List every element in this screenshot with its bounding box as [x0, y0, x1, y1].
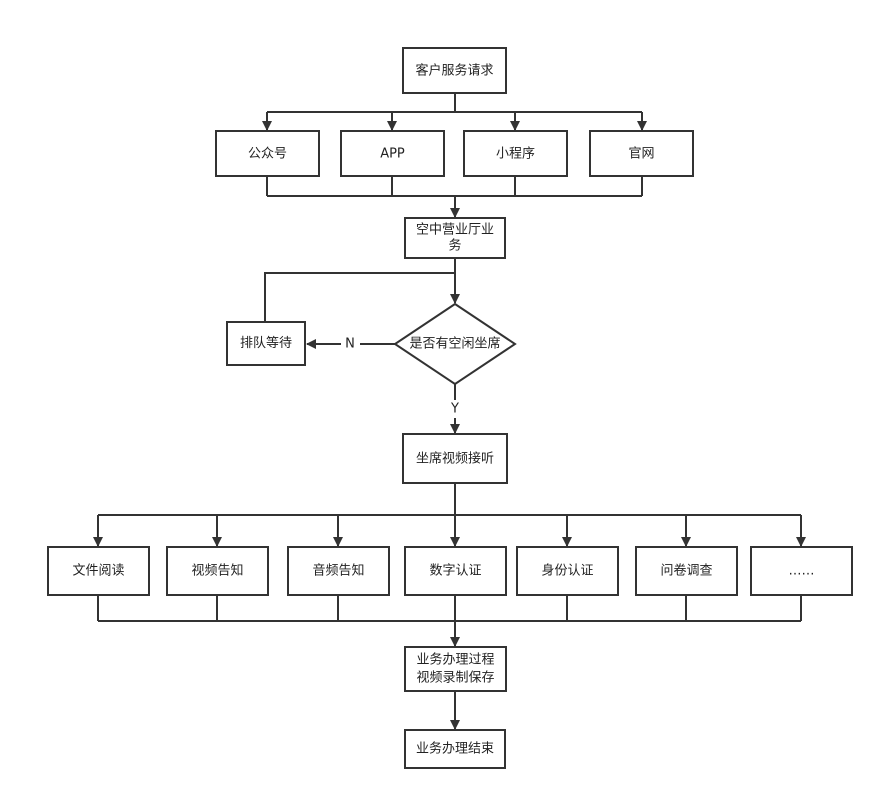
node-decision[interactable]: 是否有空闲坐席	[393, 302, 517, 386]
node-idcert-label: 身份认证	[541, 563, 593, 579]
node-gzh[interactable]: 公众号	[215, 130, 320, 177]
node-app-label: APP	[380, 147, 405, 162]
node-mini[interactable]: 小程序	[463, 130, 568, 177]
node-queue-label: 排队等待	[240, 335, 292, 351]
node-answer[interactable]: 坐席视频接听	[402, 433, 508, 484]
edge-label-yes: Y	[450, 402, 459, 417]
node-site[interactable]: 官网	[589, 130, 694, 177]
node-app[interactable]: APP	[340, 130, 445, 177]
loop-back-connector	[264, 272, 455, 322]
node-cert-label: 数字认证	[429, 564, 481, 579]
node-gzh-label: 公众号	[248, 147, 287, 162]
node-end[interactable]: 业务办理结束	[404, 729, 506, 769]
node-cert[interactable]: 数字认证	[404, 546, 507, 596]
node-hall-label-line1: 空中营业厅业	[416, 223, 494, 238]
node-site-label: 官网	[628, 146, 654, 162]
node-hall[interactable]: 空中营业厅业 务	[404, 217, 506, 259]
node-more[interactable]: ……	[750, 546, 853, 596]
node-idcert[interactable]: 身份认证	[516, 546, 619, 596]
node-record[interactable]: 业务办理过程 视频录制保存	[404, 646, 507, 692]
node-anotice[interactable]: 音频告知	[287, 546, 390, 596]
node-record-label-line1: 业务办理过程	[416, 652, 494, 668]
connectors	[93, 93, 806, 730]
node-end-label: 业务办理结束	[416, 741, 494, 757]
node-survey[interactable]: 问卷调查	[635, 546, 738, 596]
node-hall-label-line2: 务	[448, 238, 461, 254]
node-more-label: ……	[789, 564, 815, 579]
node-record-label-line2: 视频录制保存	[416, 671, 494, 686]
node-survey-label: 问卷调查	[660, 563, 712, 579]
node-vnotice-label: 视频告知	[191, 563, 243, 579]
node-doc-label: 文件阅读	[72, 564, 124, 579]
node-anotice-label: 音频告知	[312, 563, 364, 579]
edge-label-no: N	[345, 337, 355, 352]
node-doc[interactable]: 文件阅读	[47, 546, 150, 596]
node-answer-label: 坐席视频接听	[416, 451, 494, 467]
node-decision-label: 是否有空闲坐席	[409, 336, 500, 352]
node-request-label: 客户服务请求	[415, 63, 493, 79]
node-request[interactable]: 客户服务请求	[402, 47, 507, 94]
node-vnotice[interactable]: 视频告知	[166, 546, 269, 596]
node-mini-label: 小程序	[496, 147, 535, 162]
node-queue[interactable]: 排队等待	[226, 321, 306, 366]
